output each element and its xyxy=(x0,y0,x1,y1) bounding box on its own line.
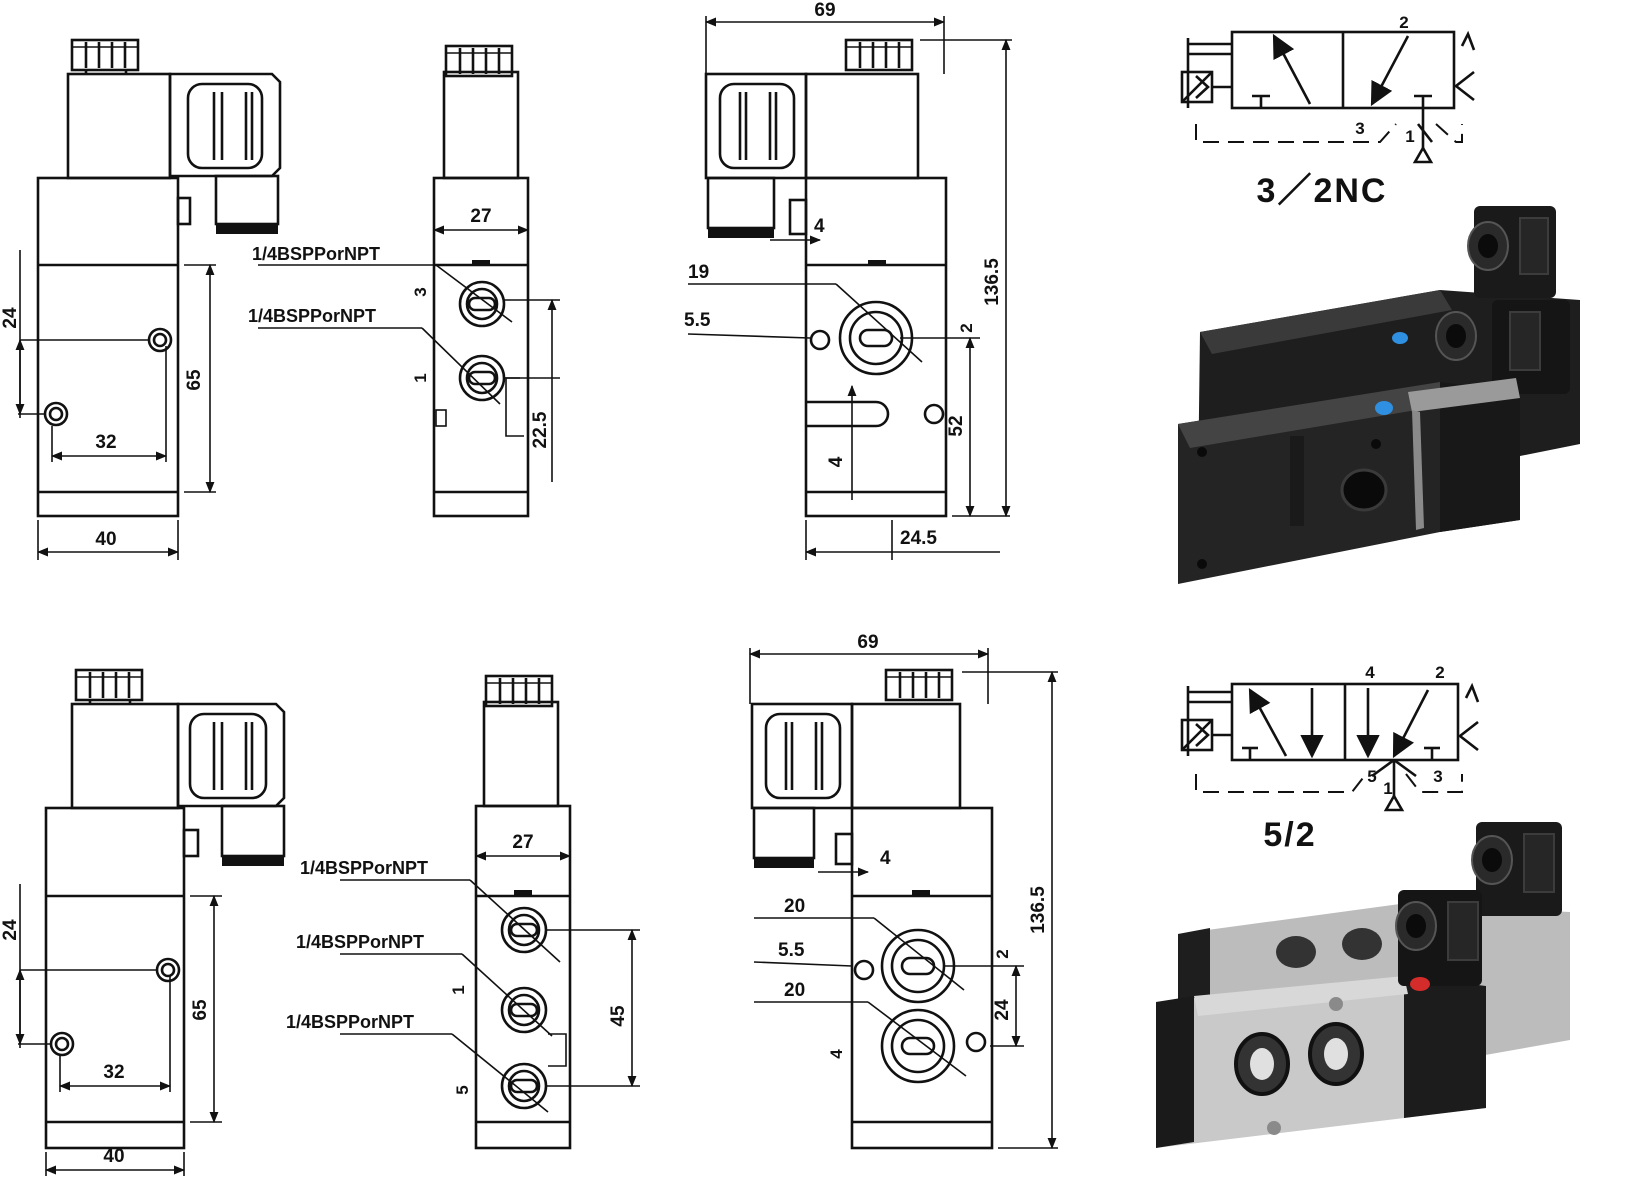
dim-side-width-5-2: 27 xyxy=(512,832,533,853)
symbol-port-5-5-2: 5 xyxy=(1367,767,1376,786)
dim-profile-height-5-2: 136.5 xyxy=(1028,886,1049,934)
dim-profile-port-height-3-2: 52 xyxy=(946,415,967,436)
symbol-port-1-3-2: 1 xyxy=(1405,127,1414,146)
dim-profile-offset-3-2: 4 xyxy=(814,216,825,237)
port-label-side-1-5-2: 1 xyxy=(449,985,468,994)
dim-front-width-5-2: 40 xyxy=(103,1146,124,1167)
dim-profile-width-3-2: 69 xyxy=(814,0,835,21)
symbol-port-2-5-2: 2 xyxy=(1435,663,1444,682)
dim-profile-slot-3-2: 4 xyxy=(826,456,847,467)
symbol-port-3-5-2: 3 xyxy=(1433,767,1442,786)
port-label-side-1-3-2: 1 xyxy=(411,373,430,382)
front-view-3-2: 24 32 40 65 xyxy=(0,38,282,560)
dim-side-width-3-2: 27 xyxy=(470,206,491,227)
dim-profile-height-3-2: 136.5 xyxy=(982,258,1003,306)
dim-front-width-3-2: 40 xyxy=(95,529,116,550)
port-label-side-3-3-2: 3 xyxy=(411,287,430,296)
port-label-side-5-5-2: 5 xyxy=(453,1085,472,1094)
thread-label-side-3-5-2: 1/4BSPPorNPT xyxy=(286,1012,414,1032)
side-view-5-2: 27 1/4BSPPorNPT 1/4BSPPorNPT 1/4BSPPorNP… xyxy=(286,674,640,1150)
product-photo-5-2 xyxy=(1156,822,1570,1148)
dim-profile-port-3-2: 19 xyxy=(688,262,709,283)
thread-label-side-upper-3-2: 1/4BSPPorNPT xyxy=(252,244,380,264)
symbol-title-5-2: 5/2 xyxy=(1263,816,1316,854)
symbol-title-3-2: 3／2NC xyxy=(1257,172,1388,210)
profile-view-5-2: 69 4 20 5.5 20 2 4 xyxy=(748,632,1058,1150)
dim-front-height-5-2: 24 xyxy=(0,919,21,941)
dim-profile-offset-5-2: 4 xyxy=(880,848,891,869)
dim-profile-hole-5-2: 5.5 xyxy=(778,940,805,961)
dim-front-body-5-2: 65 xyxy=(190,999,211,1021)
side-view-3-2: 27 1/4BSPPorNPT 1/4BSPPorNPT 3 1 22.5 xyxy=(248,44,560,518)
dim-profile-pitch-5-2: 24 xyxy=(992,999,1013,1021)
pneumatic-symbol-5-2: 4 2 5 1 3 5/2 xyxy=(1180,663,1480,854)
symbol-port-1-5-2: 1 xyxy=(1383,779,1392,798)
dim-profile-hole-3-2: 5.5 xyxy=(684,310,711,331)
dim-side-pitch-3-2: 22.5 xyxy=(530,411,551,448)
front-view-5-2: 24 32 40 65 xyxy=(0,668,286,1176)
dim-profile-port-a-5-2: 20 xyxy=(784,896,805,917)
port-label-profile-2-5-2: 2 xyxy=(993,949,1012,958)
product-photo-3-2 xyxy=(1178,206,1580,584)
symbol-port-4-5-2: 4 xyxy=(1365,663,1375,682)
dim-front-body-3-2: 65 xyxy=(184,369,205,391)
symbol-port-2-3-2: 2 xyxy=(1399,13,1408,32)
dim-profile-base-3-2: 24.5 xyxy=(900,528,937,549)
thread-label-side-2-5-2: 1/4BSPPorNPT xyxy=(296,932,424,952)
port-label-profile-2-3-2: 2 xyxy=(957,323,976,332)
dim-front-spacing-5-2: 32 xyxy=(103,1062,124,1083)
pneumatic-symbol-3-2: 2 3 1 3／2NC xyxy=(1180,13,1476,210)
thread-label-side-lower-3-2: 1/4BSPPorNPT xyxy=(248,306,376,326)
dim-front-height-3-2: 24 xyxy=(0,307,21,329)
dim-front-spacing-3-2: 32 xyxy=(95,432,116,453)
dim-side-pitch-5-2: 45 xyxy=(608,1005,629,1027)
dim-profile-port-b-5-2: 20 xyxy=(784,980,805,1001)
symbol-port-3-3-2: 3 xyxy=(1355,119,1364,138)
profile-view-3-2: 69 4 19 5.5 2 52 136.5 xyxy=(684,0,1012,560)
port-label-profile-4-5-2: 4 xyxy=(827,1049,846,1059)
dim-profile-width-5-2: 69 xyxy=(857,632,878,653)
thread-label-side-1-5-2: 1/4BSPPorNPT xyxy=(300,858,428,878)
